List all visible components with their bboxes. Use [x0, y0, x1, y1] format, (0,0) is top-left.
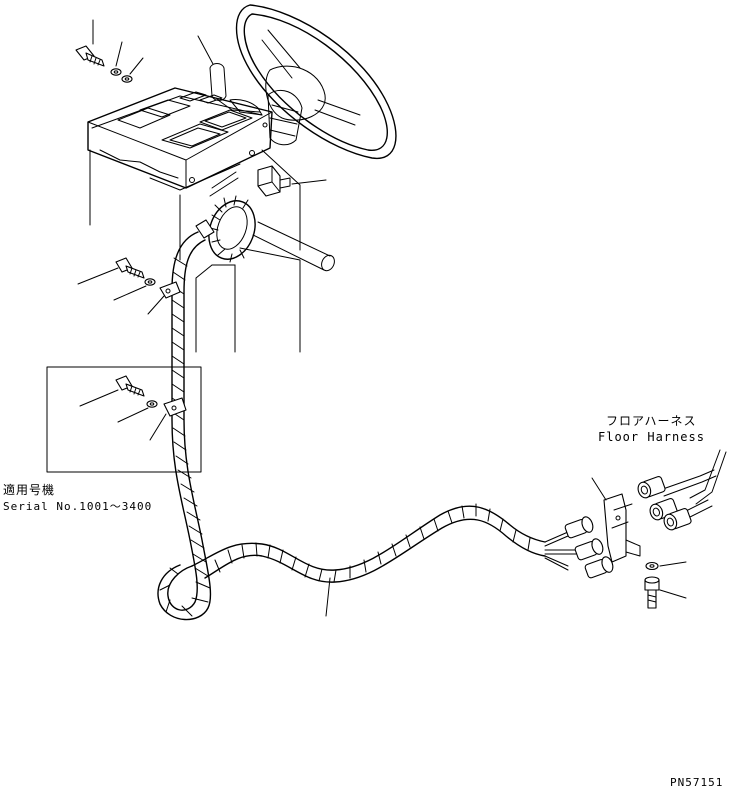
- floor-harness-label-en: Floor Harness: [598, 430, 705, 444]
- harness-branch-wires: [544, 531, 579, 571]
- serial-label-en: Serial No.1001～3400: [3, 500, 153, 513]
- serial-label-jp: 適用号機: [3, 483, 56, 497]
- serial-variant-box: [46, 366, 202, 473]
- flat-washer-top: [121, 75, 133, 83]
- floor-harness-label-jp: フロアハーネス: [606, 414, 697, 428]
- clip-middle: [159, 281, 181, 299]
- harness-ring-clamp: [195, 171, 256, 263]
- washer-right: [645, 561, 659, 571]
- leader-lines: [77, 19, 687, 617]
- dashboard-body: [89, 149, 335, 353]
- steering-wheel: [235, 4, 397, 159]
- lever-knob: [209, 63, 263, 116]
- steering-column-boot: [267, 90, 303, 146]
- bolt-right: [644, 576, 660, 609]
- toggle-switch: [257, 165, 291, 197]
- clip-boxed: [163, 397, 187, 417]
- main-harness: [157, 231, 546, 621]
- instrument-panel: [87, 87, 273, 191]
- bolt-top: [75, 45, 105, 67]
- lock-washer-top: [110, 68, 122, 76]
- bolt-boxed: [115, 375, 145, 397]
- harness-connectors: [564, 516, 614, 579]
- drawing-code: PN57151: [670, 776, 724, 789]
- floor-harness-connectors: [637, 449, 727, 531]
- connector-bracket: [603, 493, 641, 563]
- bolt-middle: [115, 257, 145, 279]
- washer-middle: [144, 278, 156, 286]
- washer-boxed: [146, 400, 158, 408]
